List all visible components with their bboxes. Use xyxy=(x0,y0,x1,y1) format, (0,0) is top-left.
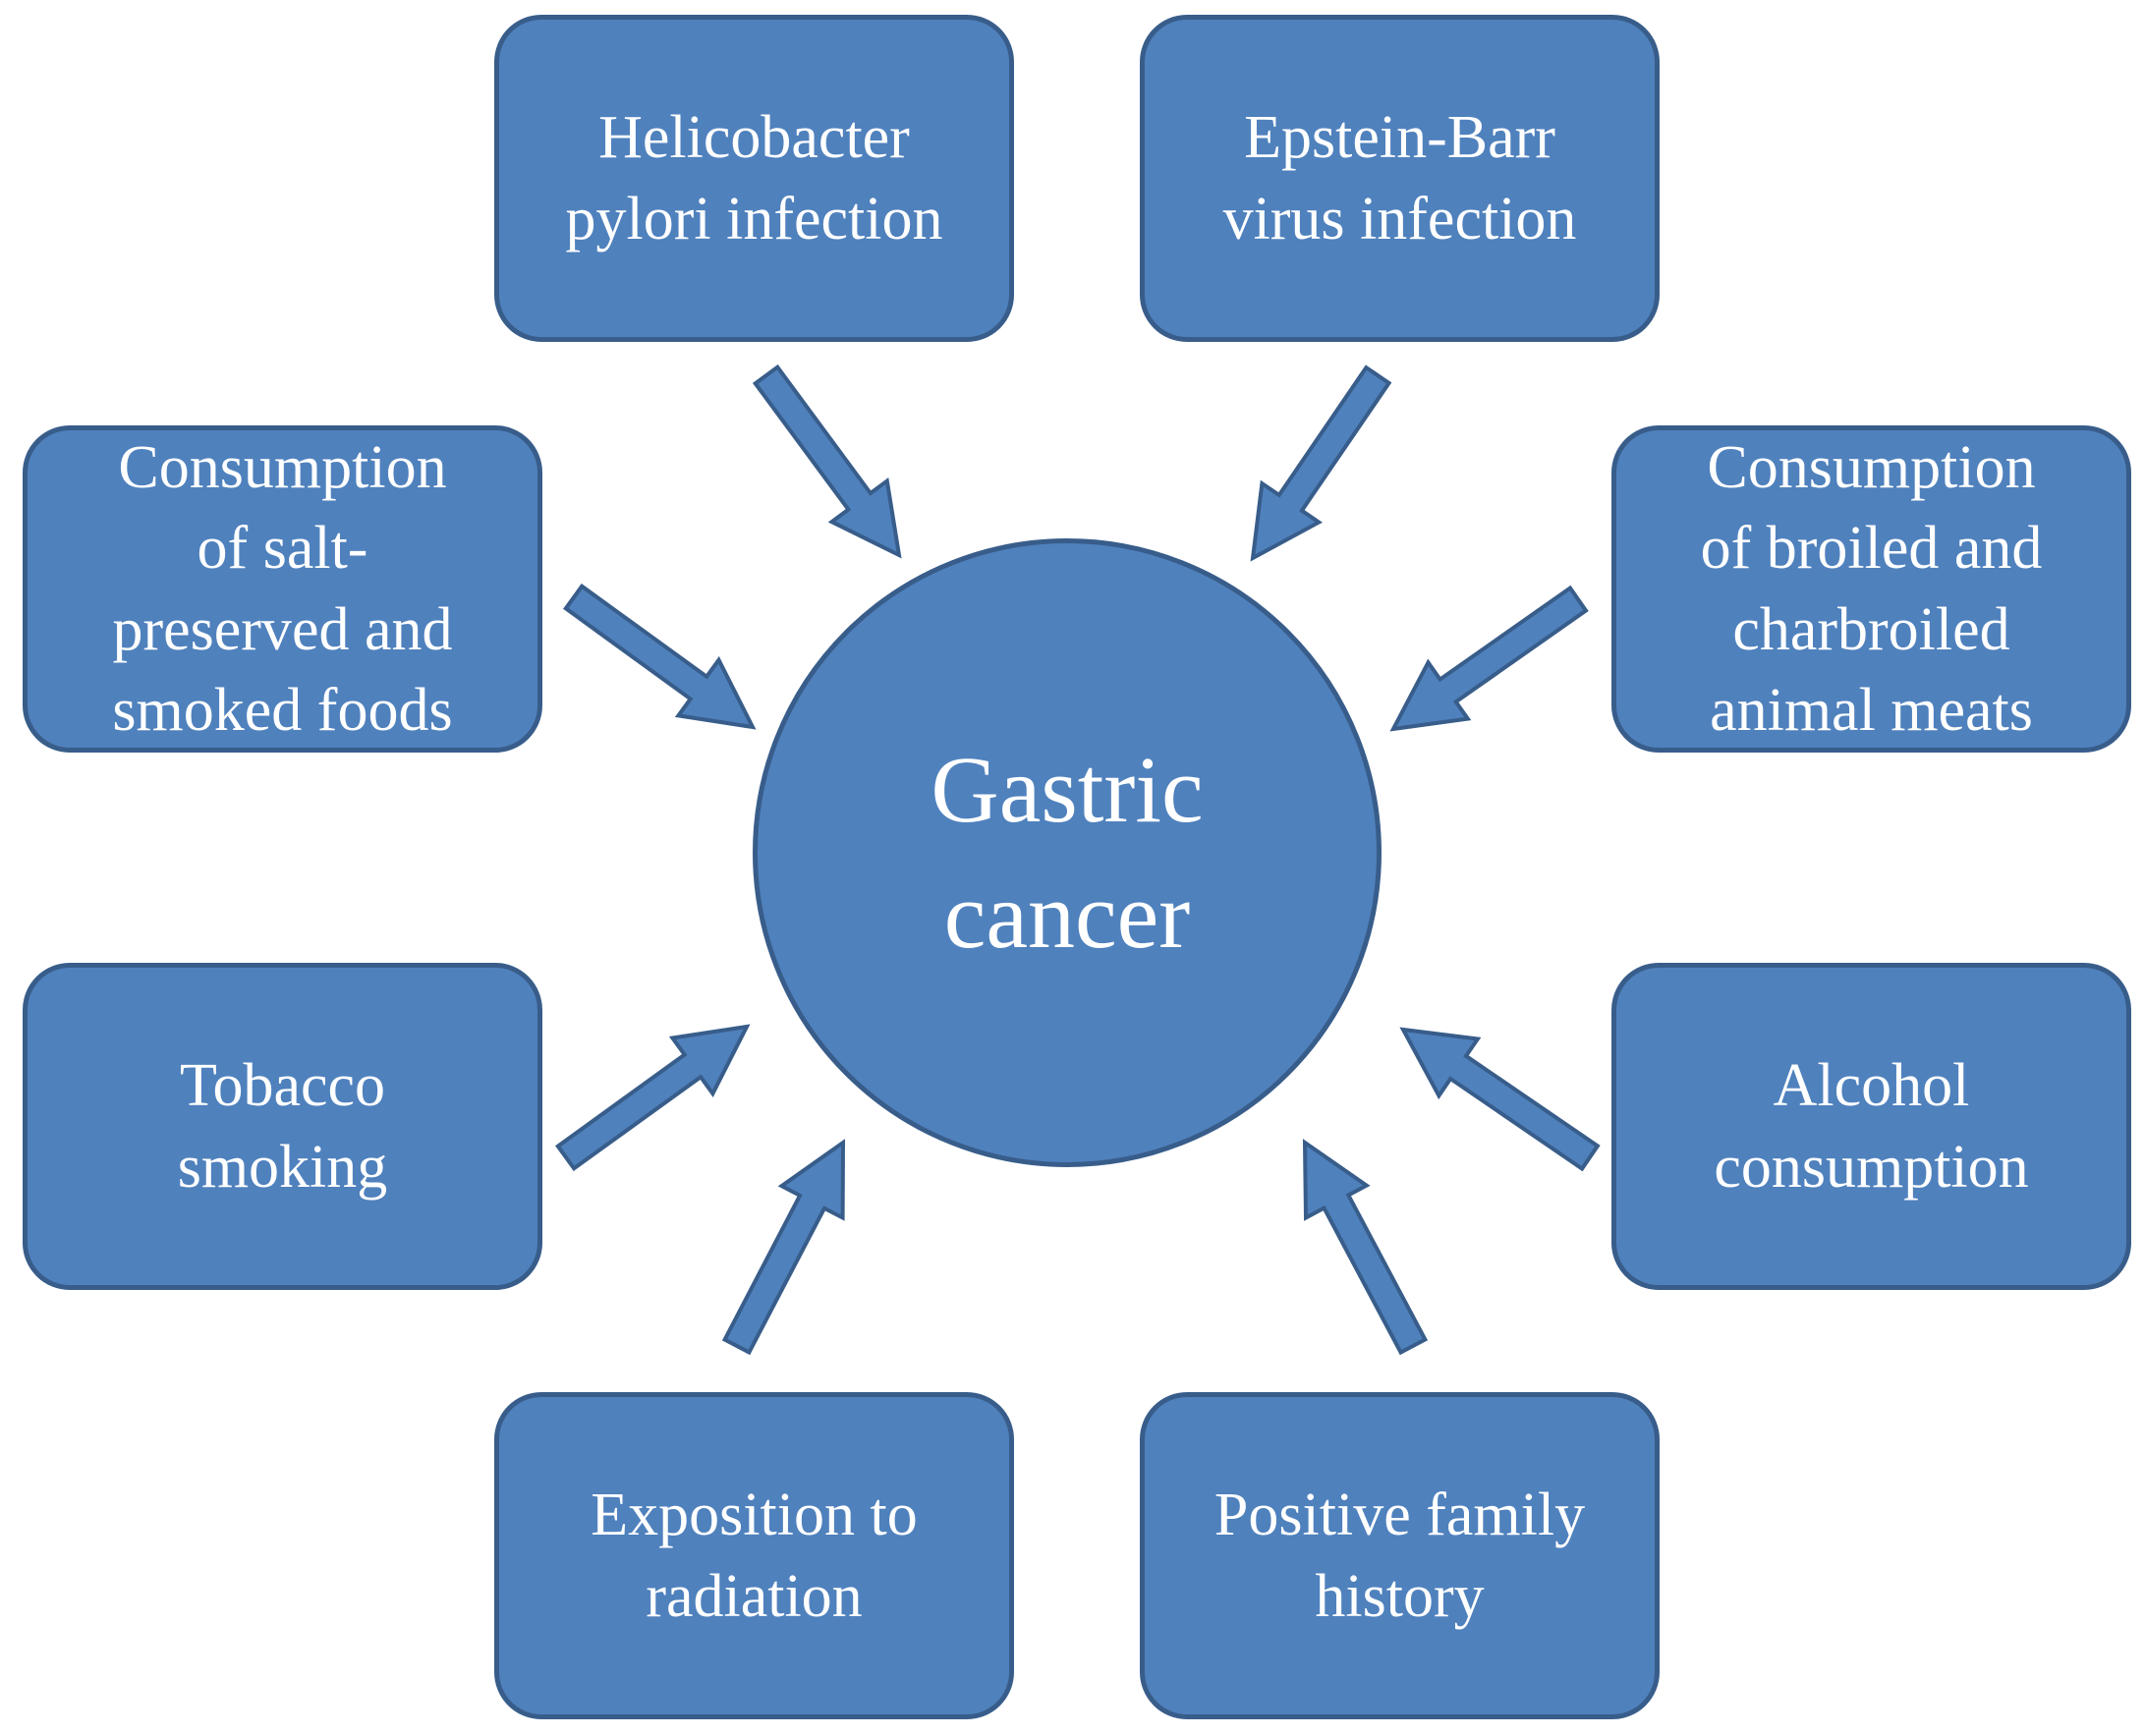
factor-broiled-meats: Consumption of broiled and charbroiled a… xyxy=(1611,425,2131,753)
center-node-gastric-cancer: Gastric cancer xyxy=(753,538,1382,1167)
factor-ebv: Epstein-Barr virus infection xyxy=(1140,15,1660,342)
arrow-tobacco xyxy=(555,1024,751,1172)
factor-alcohol: Alcohol consumption xyxy=(1611,963,2131,1290)
factor-tobacco: Tobacco smoking xyxy=(23,963,542,1290)
factor-radiation: Exposition to radiation xyxy=(494,1392,1014,1719)
arrow-ebv xyxy=(1250,364,1392,562)
arrow-family-history xyxy=(1302,1139,1429,1356)
arrow-h-pylori xyxy=(752,364,902,559)
factor-salt-smoked: Consumption of salt- preserved and smoke… xyxy=(23,425,542,753)
factor-family-history: Positive family history xyxy=(1140,1392,1660,1719)
arrow-salt-smoked xyxy=(563,583,757,730)
arrow-radiation xyxy=(721,1139,846,1356)
arrow-broiled-meats xyxy=(1389,585,1589,732)
arrow-alcohol xyxy=(1399,1027,1601,1172)
factor-h-pylori: Helicobacter pylori infection xyxy=(494,15,1014,342)
